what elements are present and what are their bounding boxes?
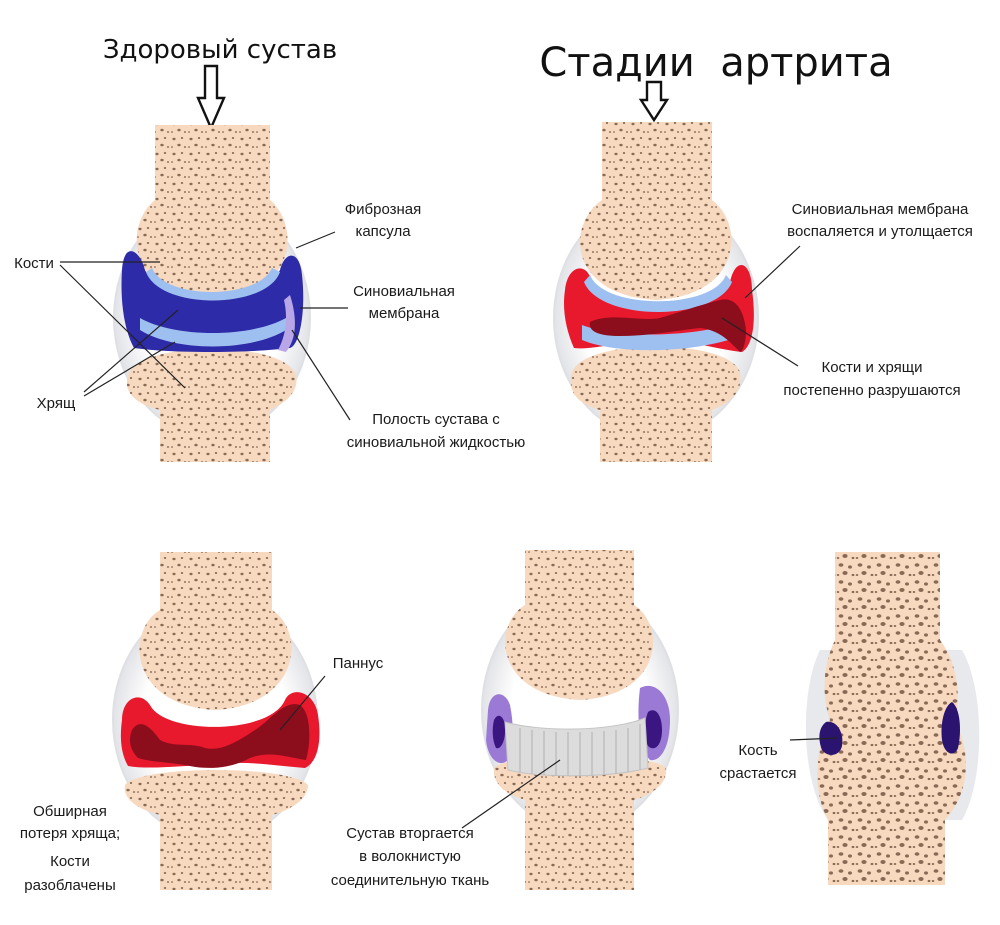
svg-text:постепенно разрушаются: постепенно разрушаются bbox=[783, 382, 960, 399]
healthy-joint bbox=[113, 125, 311, 462]
svg-text:Сустав вторгается: Сустав вторгается bbox=[346, 825, 474, 842]
svg-text:Кость: Кость bbox=[738, 742, 777, 759]
label-bone-fuses: Кость срастается bbox=[720, 737, 839, 782]
svg-text:воспаляется и утолщается: воспаляется и утолщается bbox=[787, 223, 973, 240]
stage-3-joint bbox=[481, 550, 679, 890]
upper-bone bbox=[580, 122, 732, 300]
arrow-down-icon bbox=[638, 80, 670, 123]
lower-bone bbox=[493, 756, 667, 890]
lower-bone bbox=[124, 770, 308, 890]
label-cartilage: Хрящ bbox=[37, 309, 179, 412]
label-membrane-inflamed: Синовиальная мембрана воспаляется и утол… bbox=[744, 201, 973, 299]
svg-text:соединительную ткань: соединительную ткань bbox=[331, 872, 490, 889]
svg-text:Кости: Кости bbox=[14, 255, 54, 272]
lower-bone bbox=[570, 346, 741, 462]
label-bones-cartilage-destroyed: Кости и хрящи постепенно разрушаются bbox=[721, 317, 961, 399]
svg-text:Хрящ: Хрящ bbox=[37, 395, 76, 412]
svg-text:Полость сустава с: Полость сустава с bbox=[372, 411, 500, 428]
label-fibrous-capsule: Фиброзная капсула bbox=[295, 201, 422, 249]
fibrous-striation bbox=[519, 724, 641, 776]
upper-bone bbox=[136, 125, 288, 300]
svg-text:мембрана: мембрана bbox=[369, 305, 440, 322]
svg-text:срастается: срастается bbox=[720, 765, 797, 782]
svg-text:Паннус: Паннус bbox=[333, 655, 384, 672]
stage-1-joint bbox=[553, 122, 759, 462]
synovial-membrane bbox=[121, 251, 304, 352]
svg-text:капсула: капсула bbox=[355, 223, 411, 240]
fibrous-connective-tissue bbox=[504, 717, 649, 777]
pannus-dark bbox=[130, 704, 310, 768]
label-fibrous-invasion: Сустав вторгается в волокнистую соединит… bbox=[331, 759, 561, 889]
fused-bone bbox=[817, 552, 966, 885]
svg-text:Обширная: Обширная bbox=[33, 803, 107, 820]
label-synovial-membrane: Синовиальная мембрана bbox=[300, 283, 455, 322]
arrow-down-icon bbox=[196, 64, 226, 132]
svg-text:Кости и хрящи: Кости и хрящи bbox=[821, 359, 922, 376]
upper-bone bbox=[505, 550, 654, 700]
cartilage bbox=[582, 322, 740, 351]
inflamed-membrane-dark bbox=[589, 299, 746, 352]
svg-text:Фиброзная: Фиброзная bbox=[345, 201, 422, 218]
stage-2-joint bbox=[112, 552, 320, 890]
label-pannus: Паннус bbox=[279, 655, 384, 731]
svg-text:Кости: Кости bbox=[50, 853, 90, 870]
cartilage bbox=[146, 268, 280, 301]
title-arthritis-stages: Стадии артрита bbox=[539, 40, 892, 86]
lower-bone bbox=[126, 348, 297, 462]
label-joint-cavity: Полость сустава с синовиальной жидкостью bbox=[291, 329, 526, 451]
cartilage bbox=[584, 275, 732, 312]
joint-cavity bbox=[278, 295, 295, 352]
fibrous-tissue-right-dark bbox=[645, 710, 662, 749]
stage-4-joint bbox=[805, 552, 980, 885]
label-bones: Кости bbox=[14, 255, 186, 389]
label-extensive-loss: Обширная потеря хряща; Кости разоблачены bbox=[20, 803, 120, 894]
svg-text:в волокнистую: в волокнистую bbox=[359, 848, 461, 865]
svg-text:разоблачены: разоблачены bbox=[24, 877, 115, 894]
cartilage bbox=[140, 318, 286, 347]
upper-bone bbox=[139, 552, 292, 710]
title-healthy-joint: Здоровый сустав bbox=[103, 35, 337, 65]
svg-text:потеря хряща;: потеря хряща; bbox=[20, 825, 120, 842]
svg-text:синовиальной жидкостью: синовиальной жидкостью bbox=[347, 434, 526, 451]
svg-text:Синовиальная мембрана: Синовиальная мембрана bbox=[792, 201, 969, 218]
svg-text:Синовиальная: Синовиальная bbox=[353, 283, 455, 300]
fused-bone-remnant-right bbox=[941, 702, 960, 754]
fibrous-tissue-left-dark bbox=[492, 715, 506, 749]
